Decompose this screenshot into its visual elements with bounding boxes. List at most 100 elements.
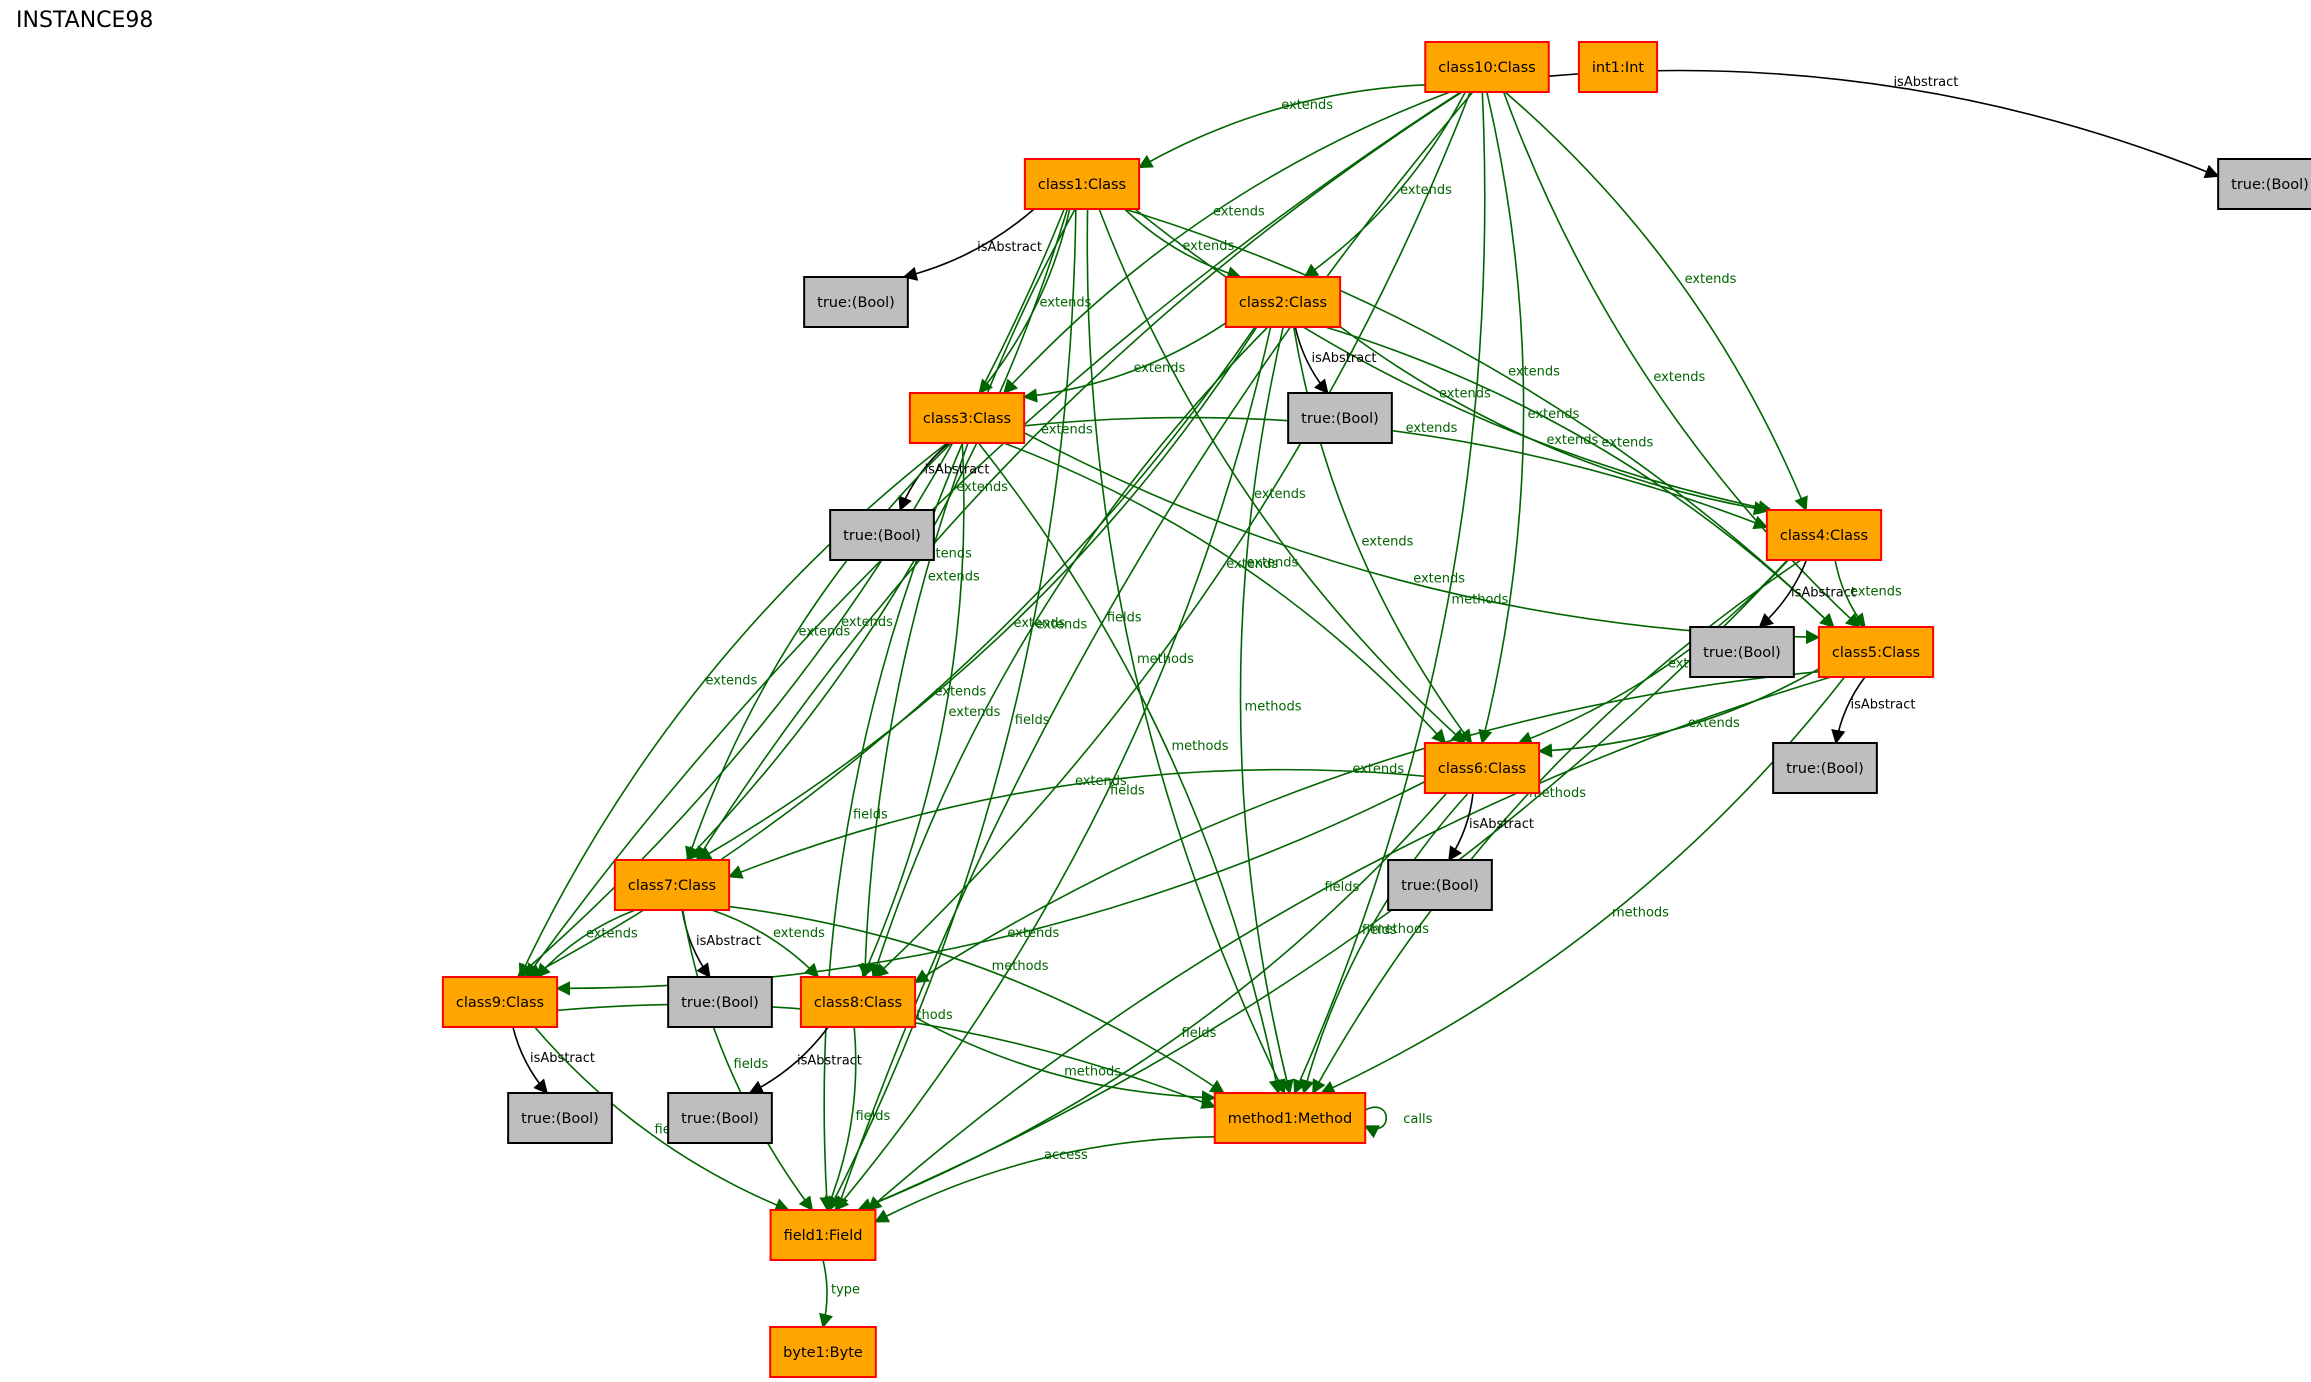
edge-class3-bool3: isAbstract (898, 442, 989, 512)
edge-class4-class5: extends (1834, 559, 1902, 629)
edge-label: extends (1041, 423, 1093, 438)
bool-node-box (667, 1092, 773, 1144)
edge-label: extends (1653, 370, 1705, 385)
node-byte1[interactable]: byte1:Byte (769, 1326, 877, 1378)
edge-label: extends (1133, 361, 1185, 376)
node-bool3[interactable]: true:(Bool) (829, 509, 935, 561)
node-bool7[interactable]: true:(Bool) (667, 976, 773, 1028)
edge-line (1758, 559, 1808, 628)
edge-line (874, 1136, 1215, 1223)
edge-label: extends (1528, 407, 1580, 422)
node-bool9[interactable]: true:(Bool) (507, 1092, 613, 1144)
node-field1[interactable]: field1:Field (769, 1209, 877, 1261)
edge-field1-byte1: type (819, 1259, 860, 1329)
edge-label: methods (1064, 1065, 1121, 1080)
edge-line (518, 442, 948, 979)
edge-label: extends (1685, 272, 1737, 287)
edge-class3-class8: extends (861, 442, 1001, 979)
node-bool5[interactable]: true:(Bool) (1772, 742, 1878, 794)
node-bool10[interactable]: true:(Bool) (2217, 158, 2311, 210)
node-class3[interactable]: class3:Class (908, 392, 1026, 444)
edge-line (516, 208, 1065, 978)
edge-line (1448, 792, 1474, 862)
edge-method1-method1: calls (1363, 1106, 1433, 1139)
node-class10[interactable]: class10:Class (1424, 41, 1550, 93)
edge-class1-class9: extends (516, 208, 1065, 978)
edge-class9-bool9: isAbstract (512, 1026, 595, 1095)
edge-class2-class4: extends (1339, 325, 1769, 516)
node-bool8[interactable]: true:(Bool) (667, 1092, 773, 1144)
node-int1[interactable]: int1:Int (1577, 41, 1659, 93)
edge-line (867, 676, 1832, 1211)
edge-line (1124, 208, 1835, 629)
node-class9[interactable]: class9:Class (441, 976, 559, 1028)
edge-label: access (1044, 1148, 1088, 1163)
edge-label: extends (1013, 616, 1065, 631)
edge-label: extends (798, 625, 850, 640)
edge-class1-class6: extends (1098, 208, 1466, 744)
edge-class1-bool1: isAbstract (902, 208, 1042, 281)
edge-label: fields (1015, 713, 1050, 728)
edge-line (512, 1026, 549, 1095)
edge-line (870, 326, 1269, 979)
edge-class3-class5: extends (1023, 432, 1821, 645)
node-class1[interactable]: class1:Class (1023, 158, 1141, 210)
edge-class2-class8: extends (870, 326, 1269, 979)
edge-line (1124, 208, 1242, 281)
edge-line (834, 326, 1272, 1212)
node-label: true:(Bool) (681, 1111, 759, 1127)
diagram-title: INSTANCE98 (16, 8, 154, 33)
edge-label: type (831, 1283, 860, 1298)
edge-label: fields (1182, 1026, 1217, 1041)
edge-line (1293, 91, 1486, 1095)
edge-class3-class4: extends (1024, 416, 1769, 530)
edge-line (1098, 208, 1466, 744)
edge-class10-class4: extends (1504, 91, 1808, 512)
edge-class2-method1: methods (1239, 326, 1302, 1095)
node-label: method1:Method (1228, 1111, 1353, 1127)
edge-line (711, 909, 820, 979)
bool-node-box (1689, 626, 1795, 678)
class-node-box (1817, 626, 1935, 678)
node-class4[interactable]: class4:Class (1765, 509, 1883, 561)
node-method1[interactable]: method1:Method (1213, 1092, 1367, 1144)
node-bool2[interactable]: true:(Bool) (1287, 392, 1393, 444)
node-label: class8:Class (814, 995, 902, 1011)
edge-label: extends (956, 480, 1008, 495)
edge-line (1292, 326, 1473, 745)
edge-label: extends (1007, 926, 1059, 941)
nodes-layer: class10:Class int1:Int true:(Bool) class1:C… (441, 41, 2311, 1378)
edge-line (824, 1026, 857, 1212)
node-label: int1:Int (1592, 60, 1644, 76)
node-label: true:(Bool) (843, 528, 921, 544)
edge-line (914, 1016, 1217, 1105)
edge-label: extends (1688, 716, 1740, 731)
node-label: class5:Class (1832, 645, 1920, 661)
node-class5[interactable]: class5:Class (1817, 626, 1935, 678)
node-class6[interactable]: class6:Class (1423, 742, 1541, 794)
edge-line (873, 91, 1471, 978)
edge-line (1834, 559, 1866, 629)
edge-label: extends (1508, 364, 1560, 379)
edge-line (834, 91, 1474, 1212)
edge-label: extends (841, 615, 893, 630)
edge-line (913, 670, 1819, 984)
node-bool4[interactable]: true:(Bool) (1689, 626, 1795, 678)
node-class2[interactable]: class2:Class (1224, 276, 1342, 328)
edge-line (1300, 792, 1469, 1095)
edge-class1-class2: extends (1124, 208, 1242, 281)
edge-class10-class3: extends (1003, 91, 1451, 395)
class-node-box (769, 1326, 877, 1378)
edge-class10-method1: methods (1293, 91, 1509, 1095)
node-label: class2:Class (1239, 295, 1327, 311)
node-class7[interactable]: class7:Class (613, 859, 731, 911)
edge-class5-field1: fields (867, 676, 1832, 1211)
class-node-box (441, 976, 559, 1028)
edge-class7-method1: methods (729, 905, 1225, 1094)
node-class8[interactable]: class8:Class (799, 976, 917, 1028)
edge-label: fields (855, 1109, 890, 1124)
edge-line (856, 792, 1448, 1212)
node-bool6[interactable]: true:(Bool) (1387, 859, 1493, 911)
node-bool1[interactable]: true:(Bool) (803, 276, 909, 328)
edge-label: extends (586, 927, 638, 942)
